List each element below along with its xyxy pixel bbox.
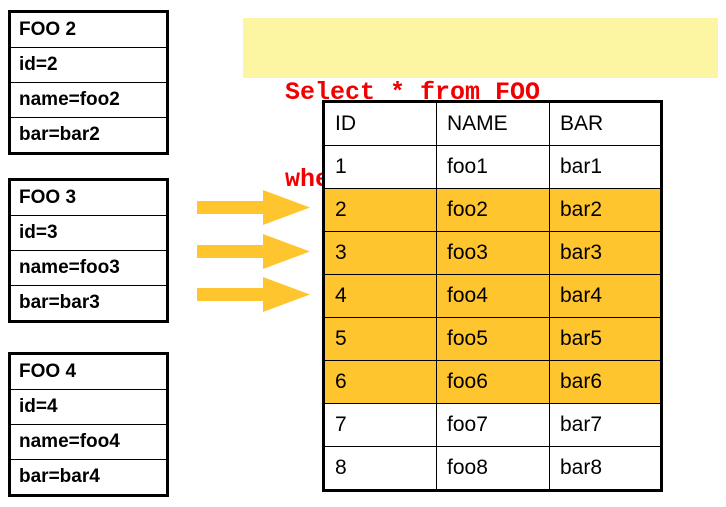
cell-bar: bar5 [560,327,603,350]
record-card-field-name: name=foo2 [11,83,166,118]
cell-name: foo3 [437,232,550,274]
record-card-field-id: id=4 [11,390,166,425]
column-header-name: NAME [437,103,550,145]
cell-id: 3 [325,232,437,274]
record-card-foo-4: FOO 4 id=4 name=foo4 bar=bar4 [8,352,169,497]
sql-query-box: Select * from FOO where id > 1 and id < … [243,18,718,194]
cell-name: foo7 [437,404,550,446]
cell-bar: bar6 [560,370,603,393]
record-card-field-bar: bar=bar3 [19,292,100,313]
cell-name: foo4 [437,275,550,317]
arrow-right-icon [197,190,310,225]
cell-id: 2 [325,189,437,231]
record-card-title: FOO 3 [11,181,166,216]
cell-id: 8 [325,447,437,489]
table-row-1: 1 foo1 bar1 [325,146,660,189]
table-header-row: ID NAME BAR [325,103,660,146]
cell-id: 6 [325,361,437,403]
cell-bar: bar7 [560,413,603,436]
cell-id: 4 [325,275,437,317]
record-card-field-id: id=3 [11,216,166,251]
record-card-title: FOO 2 [11,13,166,48]
record-card-foo-3: FOO 3 id=3 name=foo3 bar=bar3 [8,178,169,323]
table-row-4: 4 foo4 bar4 [325,275,660,318]
record-card-foo-2: FOO 2 id=2 name=foo2 bar=bar2 [8,10,169,155]
cell-name: foo5 [437,318,550,360]
cell-bar: bar2 [560,198,603,221]
table-row-2: 2 foo2 bar2 [325,189,660,232]
cell-bar: bar3 [560,241,603,264]
cell-name: foo2 [437,189,550,231]
record-card-field-name: name=foo4 [11,425,166,460]
table-row-5: 5 foo5 bar5 [325,318,660,361]
cell-id: 7 [325,404,437,446]
table-row-8: 8 foo8 bar8 [325,447,660,489]
record-card-field-bar: bar=bar4 [19,466,100,487]
arrow-right-icon [197,277,310,312]
column-header-bar: BAR [560,112,604,135]
table-row-6: 6 foo6 bar6 [325,361,660,404]
record-card-field-name: name=foo3 [11,251,166,286]
column-header-id: ID [325,103,437,145]
cell-name: foo8 [437,447,550,489]
cell-name: foo1 [437,146,550,188]
cell-id: 5 [325,318,437,360]
cell-bar: bar8 [560,456,603,479]
arrow-right-icon [197,234,310,269]
record-card-field-id: id=2 [11,48,166,83]
cell-bar: bar1 [560,155,603,178]
table-row-7: 7 foo7 bar7 [325,404,660,447]
table-row-3: 3 foo3 bar3 [325,232,660,275]
record-card-title: FOO 4 [11,355,166,390]
cell-bar: bar4 [560,284,603,307]
record-card-field-bar: bar=bar2 [19,124,100,145]
cell-name: foo6 [437,361,550,403]
results-table: ID NAME BAR 1 foo1 bar1 2 foo2 bar2 3 fo… [322,100,663,492]
cell-id: 1 [325,146,437,188]
